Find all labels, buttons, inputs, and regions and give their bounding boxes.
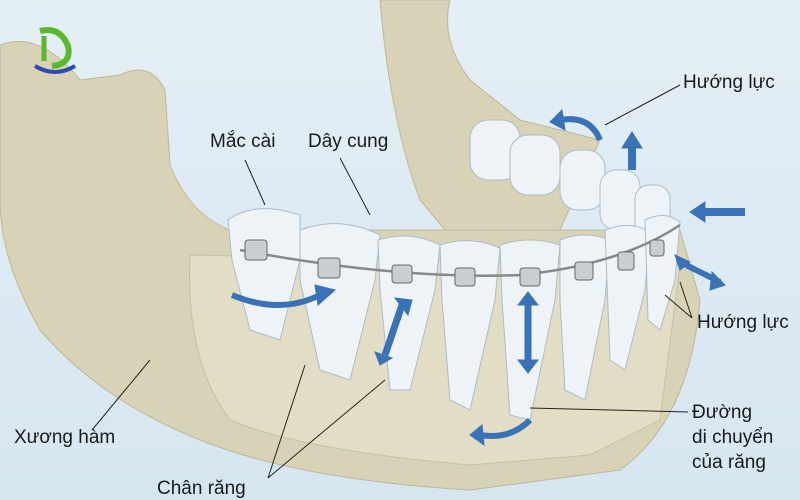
- brackets: [244, 239, 665, 287]
- label-force-direction-right: Hướng lực: [697, 312, 789, 333]
- leader-lines: [91, 84, 693, 479]
- label-movement-path-1: Đường: [692, 402, 753, 423]
- force-arrows: [230, 108, 745, 447]
- label-movement-path-3: của răng: [692, 452, 766, 473]
- label-jawbone: Xương hàm: [14, 427, 116, 448]
- clinic-logo: [33, 27, 77, 74]
- label-force-direction-top: Hướng lực: [683, 72, 775, 93]
- label-movement-path-2: di chuyển: [692, 427, 774, 448]
- label-bracket: Mắc cài: [210, 131, 276, 152]
- lower-teeth: [227, 208, 681, 421]
- label-tooth-root: Chân răng: [157, 478, 246, 499]
- label-archwire: Dây cung: [308, 131, 389, 152]
